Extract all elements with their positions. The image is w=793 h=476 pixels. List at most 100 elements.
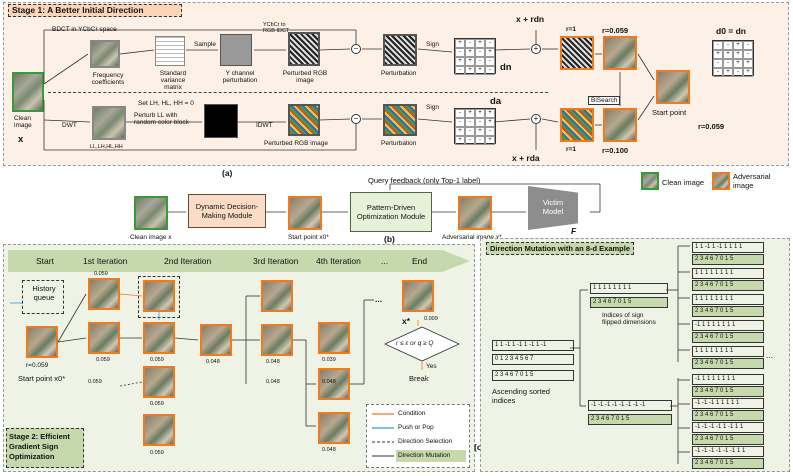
- sign-grid-dn: +-+--+-+++---++-: [454, 38, 496, 75]
- grid-cell: +: [455, 136, 465, 145]
- s2-break: Break: [409, 374, 429, 383]
- grid-cell: -: [465, 136, 475, 145]
- perturbation-label-bottom: Perturbation: [381, 140, 417, 147]
- s2-val-0: 0.059: [94, 271, 108, 277]
- grid-cell: +: [465, 109, 475, 118]
- grid-cell: +: [485, 136, 495, 145]
- grid-cell: +: [475, 66, 485, 75]
- rt-1: 2 3 4 6 7 0 1 5: [692, 254, 764, 265]
- idwt-label: IDWT: [256, 122, 273, 129]
- label-c: (c): [474, 442, 484, 452]
- s2-iter4-img2: [318, 368, 350, 400]
- history-queue: [22, 280, 64, 314]
- mut-top-idx: 2 3 4 6 7 0 1 5: [590, 297, 668, 308]
- s2-val-1: 0.059: [96, 357, 110, 363]
- perturbed-rgb-label-bottom: Perturbed RGB image: [264, 140, 328, 147]
- color-block-image: [204, 104, 238, 138]
- s2-end-image: [402, 280, 434, 312]
- s2-iter2-img4: [143, 414, 175, 446]
- grid-cell: -: [455, 66, 465, 75]
- mut-row3: 2 3 4 6 7 0 1 5: [492, 370, 574, 381]
- s2-val-2: 0.059: [88, 379, 102, 385]
- s2-val-7: 0.048: [266, 379, 280, 385]
- y-channel-label: Y channel perturbation: [222, 70, 258, 84]
- s2-val-12: 0.048: [322, 447, 336, 453]
- grid-cell: +: [485, 48, 495, 57]
- bdct-label: BDCT in YCbCr space: [52, 26, 117, 33]
- start-r-label: r=0.059: [698, 122, 725, 131]
- ascending-label: Ascending sorted indices: [492, 387, 550, 405]
- mutation-arrows: [570, 245, 690, 464]
- legend-adv-swatch: [712, 172, 730, 190]
- rb-3: 2 3 4 6 7 0 1 5: [692, 410, 764, 421]
- grid-cell: +: [723, 68, 733, 77]
- sign-grid-da: -+++---++-+-+--+: [454, 108, 496, 145]
- start-point-image: [656, 70, 690, 104]
- mut-row2: 0 1 2 3 4 5 6 7: [492, 354, 574, 365]
- s2-val-6: 0.048: [266, 359, 280, 365]
- rt-7: 2 3 4 6 7 0 1 5: [692, 332, 764, 343]
- frequency-coefficients-image: [90, 40, 120, 68]
- clean-image-stage1: [12, 72, 44, 112]
- stage2-legend-lines: [372, 413, 394, 457]
- pipeline-start-image: [288, 196, 322, 230]
- hdr-start: Start: [36, 256, 54, 266]
- grid-cell: -: [713, 68, 723, 77]
- mut-bot-idx: 2 3 4 6 7 0 1 5: [588, 414, 672, 425]
- pipeline-arrows: [168, 183, 601, 213]
- grid-cell: -: [485, 127, 495, 136]
- grid-cell: +: [733, 41, 743, 50]
- victim-model-shape: [528, 186, 578, 230]
- s2-iter1-img1: [88, 278, 120, 310]
- rb-2: -1 -1 -1 1 1 1 1 1: [692, 398, 764, 409]
- grid-cell: -: [455, 48, 465, 57]
- hdr-end: End: [412, 256, 428, 266]
- add-op-bottom: +: [531, 114, 541, 124]
- s2-start-r: r=0.059: [26, 362, 49, 369]
- dwt-label: DWT: [62, 122, 77, 129]
- std-variance-matrix: [155, 36, 185, 66]
- mut-top-sign: 1 1 1 1 1 1 1 1: [590, 283, 668, 294]
- rt-9: 2 3 4 6 7 0 1 5: [692, 358, 764, 369]
- frequency-coefficients-label: Frequency coefficients: [91, 72, 125, 86]
- grid-cell: -: [743, 41, 753, 50]
- mut-bot-sign: -1 -1 -1 -1 -1 -1 -1 -1: [588, 400, 672, 411]
- rb-6: -1 -1 -1 -1 -1 -1 1 1: [692, 446, 764, 457]
- rb-0: -1 1 1 1 1 1 1 1: [692, 374, 764, 385]
- legend-push-pop: Push or Pop: [398, 424, 434, 431]
- rt-3: 2 3 4 6 7 0 1 5: [692, 280, 764, 291]
- stage1-arrows: [43, 29, 655, 151]
- subtract-op-top: −: [351, 44, 361, 54]
- grid-cell: -: [485, 57, 495, 66]
- s2-val-13: 0.009: [424, 316, 438, 322]
- rt-8: 1 1 1 1 1 1 1 1: [692, 346, 764, 357]
- grid-cell: +: [475, 109, 485, 118]
- grid-cell: +: [723, 50, 733, 59]
- perturbation-label-top: Perturbation: [381, 70, 417, 77]
- pipeline-start-label: Start point x0*: [288, 234, 329, 241]
- s2-val-3: 0.059: [150, 357, 164, 363]
- pipeline-clean-label: Clean image x: [130, 234, 172, 241]
- grid-cell: +: [475, 39, 485, 48]
- grid-cell: -: [475, 48, 485, 57]
- grid-cell: +: [743, 68, 753, 77]
- perturbed-rgb-image: [288, 32, 320, 66]
- rb-4: -1 -1 -1 -1 1 -1 1 1: [692, 422, 764, 433]
- x-rda-label: x + rda: [512, 153, 540, 163]
- s2-val-9: 0.048: [322, 379, 336, 385]
- legend-condition: Condition: [398, 410, 426, 417]
- legend-adv-label: Adversarial image: [733, 172, 771, 190]
- grid-cell: +: [713, 50, 723, 59]
- s2-yes: Yes: [426, 363, 437, 370]
- victim-model-label: Victim Model: [542, 198, 564, 216]
- grid-cell: -: [713, 59, 723, 68]
- legend-direction-selection: Direction Selection: [398, 438, 453, 445]
- grid-cell: -: [485, 66, 495, 75]
- perturbation-image-top: [383, 34, 417, 66]
- mutation-title: Direction Mutation with an 8-d Example: [490, 244, 631, 253]
- grid-cell: +: [465, 57, 475, 66]
- grid-cell: +: [465, 66, 475, 75]
- x-label-stage1: x: [18, 134, 24, 145]
- grid-cell: -: [475, 118, 485, 127]
- candidate-r100-image: [603, 108, 637, 142]
